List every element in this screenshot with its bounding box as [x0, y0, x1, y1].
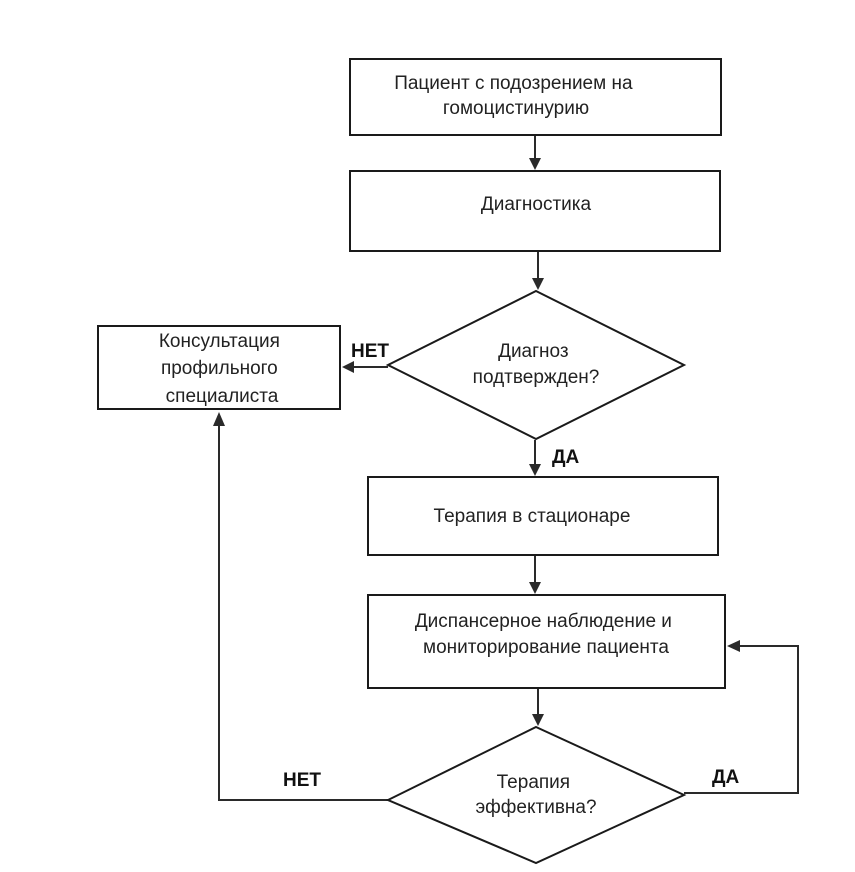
edge-label-therapy-no: НЕТ [283, 770, 321, 791]
consultation-node-line-3: специалиста [166, 386, 279, 407]
arrow-effective-no-to-consultation [218, 424, 388, 801]
therapy-effective-line-1: Терапия [497, 772, 570, 793]
arrowhead-icon [342, 361, 354, 373]
inpatient-therapy-node: Терапия в стационаре [367, 476, 719, 556]
arrowhead-icon [529, 582, 541, 594]
arrow-effective-yes-to-monitoring [684, 645, 799, 794]
consultation-node-line-1: Консультация [159, 331, 280, 352]
therapy-effective-text: Терапия эффективна? [475, 772, 596, 818]
therapy-effective-decision: Терапия эффективна? [385, 725, 687, 865]
start-node-line-1: Пациент с подозрением на [394, 73, 633, 94]
therapy-effective-line-2: эффективна? [475, 797, 596, 818]
start-node-line-2: гомоцистинурию [443, 98, 589, 119]
monitoring-node: Диспансерное наблюдение и мониторировани… [367, 594, 726, 689]
connectors [213, 136, 799, 801]
edge-label-diagnosis-no: НЕТ [351, 341, 389, 362]
consultation-node: Консультация профильного специалиста [97, 325, 341, 410]
arrowhead-icon [213, 412, 225, 426]
monitoring-node-line-2: мониторирование пациента [423, 637, 669, 658]
arrowhead-icon [532, 278, 544, 290]
start-node-text: Пациент с подозрением на гомоцистинурию [394, 73, 638, 119]
diagnosis-confirmed-decision: Диагноз подтвержден? [385, 289, 687, 441]
diagnostics-node-text: Диагностика [481, 194, 592, 215]
monitoring-node-line-1: Диспансерное наблюдение и [415, 611, 672, 632]
diagnosis-confirmed-text: Диагноз подтвержден? [473, 341, 600, 388]
diagnostics-node: Диагностика [349, 170, 721, 252]
edge-label-therapy-yes: ДА [712, 767, 740, 788]
arrowhead-icon [529, 464, 541, 476]
edge-label-diagnosis-yes: ДА [552, 447, 580, 468]
consultation-node-line-2: профильного [161, 358, 278, 379]
monitoring-node-text: Диспансерное наблюдение и мониторировани… [415, 611, 677, 658]
diagnosis-confirmed-line-1: Диагноз [498, 341, 569, 362]
inpatient-therapy-text: Терапия в стационаре [434, 506, 631, 527]
inpatient-therapy-line-1: Терапия в стационаре [434, 506, 631, 527]
arrowhead-icon [727, 640, 740, 652]
arrowhead-icon [532, 714, 544, 726]
arrowhead-icon [529, 158, 541, 170]
diagnostics-node-line-1: Диагностика [481, 194, 592, 215]
diagnosis-confirmed-line-2: подтвержден? [473, 367, 600, 388]
consultation-node-text: Консультация профильного специалиста [159, 331, 285, 407]
start-node: Пациент с подозрением на гомоцистинурию [349, 58, 722, 136]
